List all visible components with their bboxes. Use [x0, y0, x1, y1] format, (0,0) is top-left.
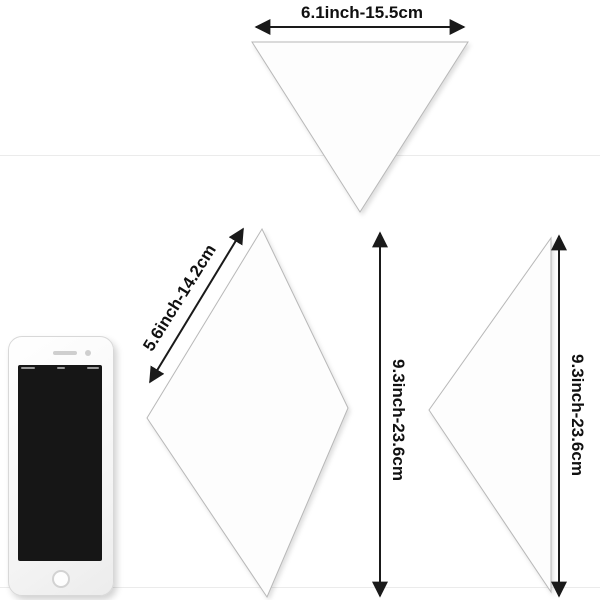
phone-status-mark: [57, 367, 65, 369]
background-seam-line: [0, 587, 600, 588]
phone-screen: [18, 365, 102, 561]
phone-status-mark: [21, 367, 35, 369]
rhombus-height-label: 9.3inch-23.6cm: [389, 359, 408, 481]
phone-status-bar: [18, 365, 102, 373]
phone-home-button: [52, 570, 70, 588]
smartphone: [8, 336, 114, 596]
background-seam-line: [0, 155, 600, 156]
right-triangle-height-label: 9.3inch-23.6cm: [568, 354, 587, 476]
right-triangle-mirror: [428, 236, 552, 594]
triangle-width-label: 6.1inch-15.5cm: [301, 3, 423, 22]
phone-status-mark: [87, 367, 99, 369]
diagonal-dimension-arrow: [149, 227, 244, 384]
phone-speaker: [53, 351, 77, 355]
phone-camera-icon: [85, 350, 91, 356]
inverted-triangle-mirror: [251, 41, 469, 213]
